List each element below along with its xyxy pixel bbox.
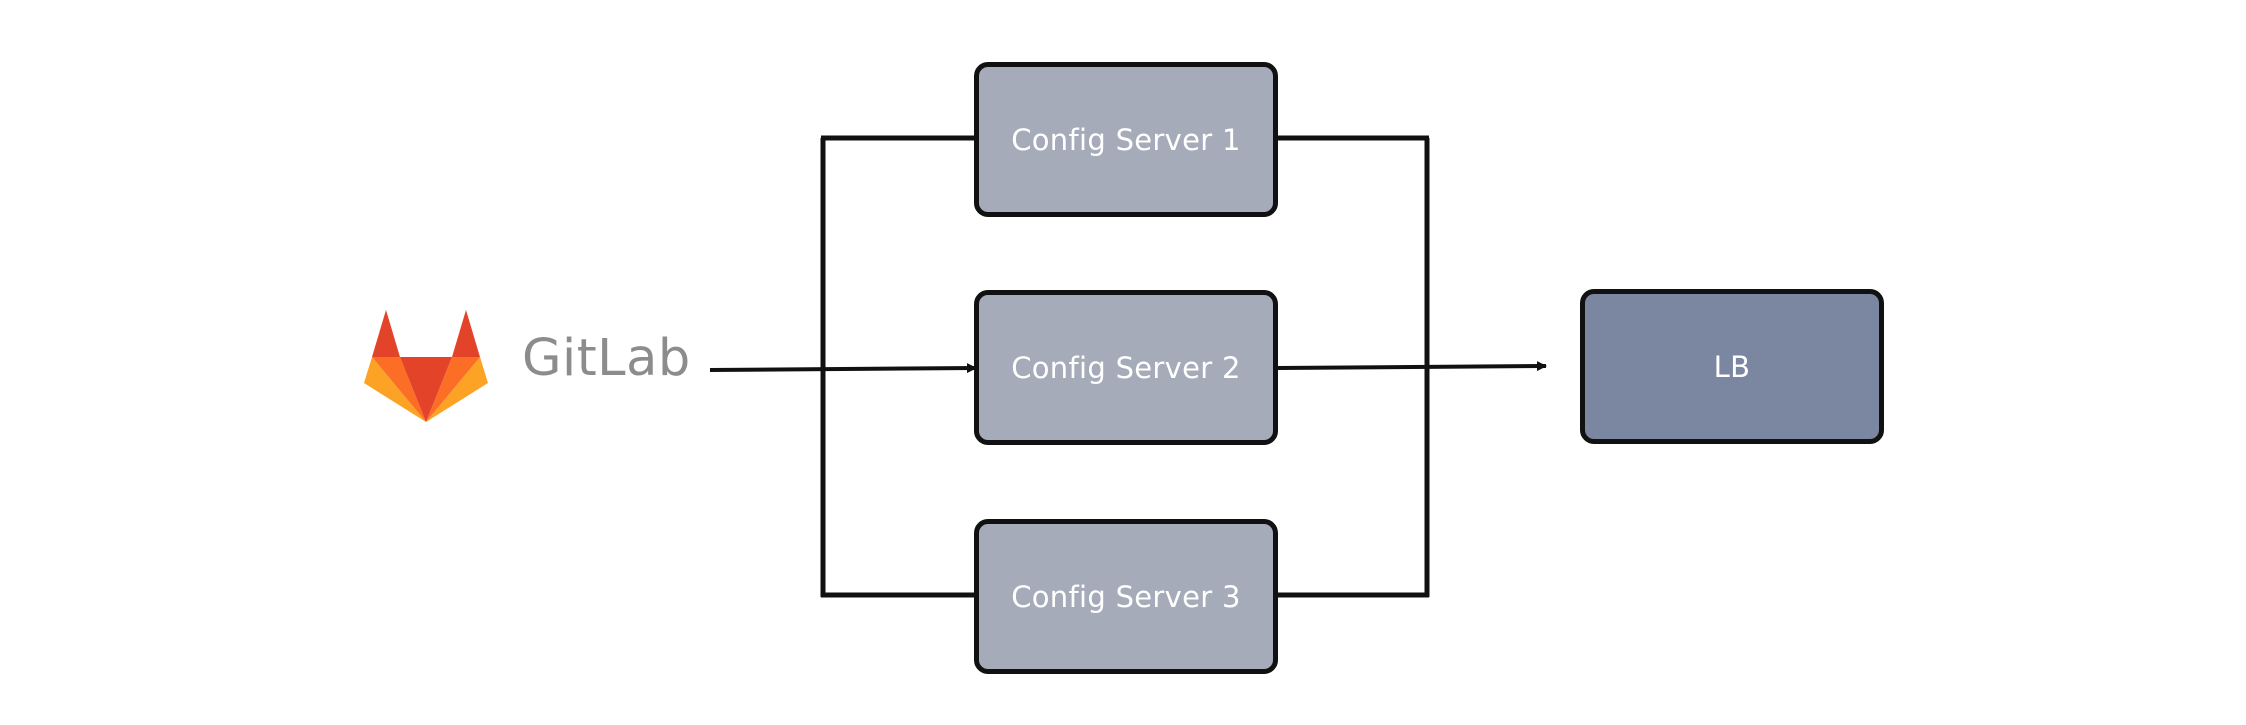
load-balancer-node: LB bbox=[1580, 289, 1884, 444]
gitlab-logo-icon bbox=[364, 310, 488, 422]
config-server-2-label: Config Server 2 bbox=[1011, 350, 1241, 385]
arrow-gitlab-to-config-server-2 bbox=[709, 363, 977, 374]
load-balancer-label: LB bbox=[1713, 349, 1751, 384]
gitlab-wordmark: GitLab bbox=[522, 329, 691, 388]
arrow-config-server-2-to-lb bbox=[1277, 361, 1547, 372]
config-server-3-label: Config Server 3 bbox=[1011, 579, 1241, 614]
config-server-3-node: Config Server 3 bbox=[974, 519, 1278, 674]
config-server-1-node: Config Server 1 bbox=[974, 62, 1278, 217]
config-server-1-label: Config Server 1 bbox=[1011, 122, 1241, 157]
config-server-2-node: Config Server 2 bbox=[974, 290, 1278, 445]
